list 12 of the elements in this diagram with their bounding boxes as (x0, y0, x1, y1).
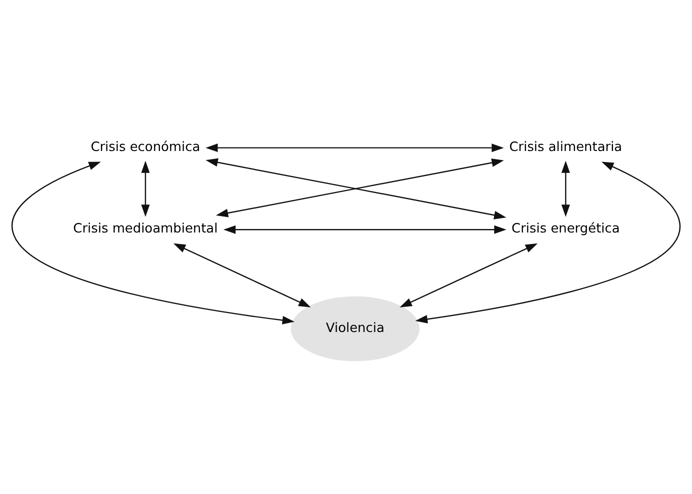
node-text: Crisis económica (90, 140, 200, 155)
node-text: Crisis medioambiental (73, 222, 218, 237)
arrow (561, 160, 570, 217)
node-text: Crisis energética (512, 222, 620, 237)
arrow (12, 162, 295, 324)
arrow (173, 243, 311, 308)
node-text: Crisis alimentaria (509, 140, 622, 155)
arrow (141, 160, 150, 217)
arrow (206, 144, 504, 152)
arrow (223, 225, 506, 234)
arrow (400, 243, 538, 308)
arrow (415, 162, 680, 324)
